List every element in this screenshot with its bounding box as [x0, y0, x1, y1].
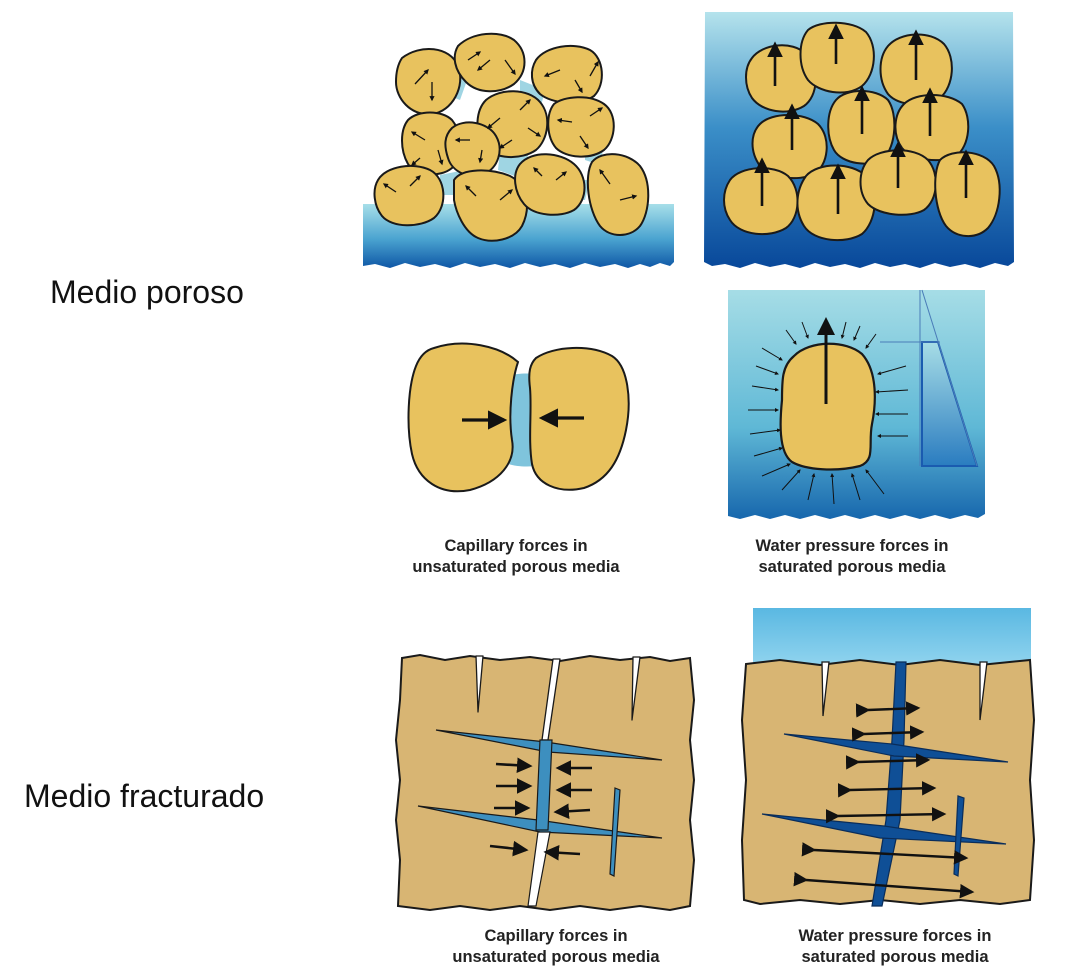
pressure-diagonal — [921, 289, 978, 467]
single-grain — [779, 342, 876, 471]
caption-porous-right-line2: saturated porous media — [758, 558, 946, 576]
panel-water-pressure-grain — [728, 289, 985, 519]
buoyancy-arrows — [754, 23, 974, 214]
caption-porous-right-line1: Water pressure forces in — [755, 537, 949, 555]
caption-fractured-left-line2: unsaturated porous media — [452, 948, 660, 966]
label-porous-medium: Medio poroso — [50, 274, 244, 310]
pressure-arrows — [748, 321, 909, 505]
caption-fractured-right: Water pressure forces in saturated porou… — [760, 926, 1030, 968]
fractures-sat-open — [821, 661, 988, 721]
surface-water — [753, 608, 1031, 664]
caption-fractured-left-line1: Capillary forces in — [484, 927, 628, 945]
caption-porous-left-line1: Capillary forces in — [444, 537, 588, 555]
caption-fractured-right-line2: saturated porous media — [801, 948, 989, 966]
panel-unsaturated-fractures — [394, 653, 696, 912]
capillary-arrows-pair — [462, 408, 584, 430]
panel-capillary-two-grains — [407, 342, 630, 493]
panel-unsaturated-grains — [363, 32, 674, 268]
label-fractured-medium: Medio fracturado — [24, 778, 265, 814]
grain-left — [407, 342, 520, 493]
caption-porous-right: Water pressure forces in saturated porou… — [722, 536, 982, 578]
grains-unsaturated — [373, 32, 650, 242]
caption-porous-left: Capillary forces in unsaturated porous m… — [400, 536, 632, 578]
water-fractures-unsat — [417, 729, 663, 877]
caption-fractured-left: Capillary forces in unsaturated porous m… — [428, 926, 684, 968]
capillary-arrows-grains — [382, 51, 638, 201]
caption-porous-left-line2: unsaturated porous media — [412, 558, 620, 576]
panel-saturated-grains — [704, 12, 1014, 268]
pressure-arrows-fracture — [793, 701, 975, 899]
panel-saturated-fractures — [740, 608, 1036, 907]
caption-fractured-right-line1: Water pressure forces in — [798, 927, 992, 945]
capillary-arrows-fracture — [489, 757, 592, 861]
